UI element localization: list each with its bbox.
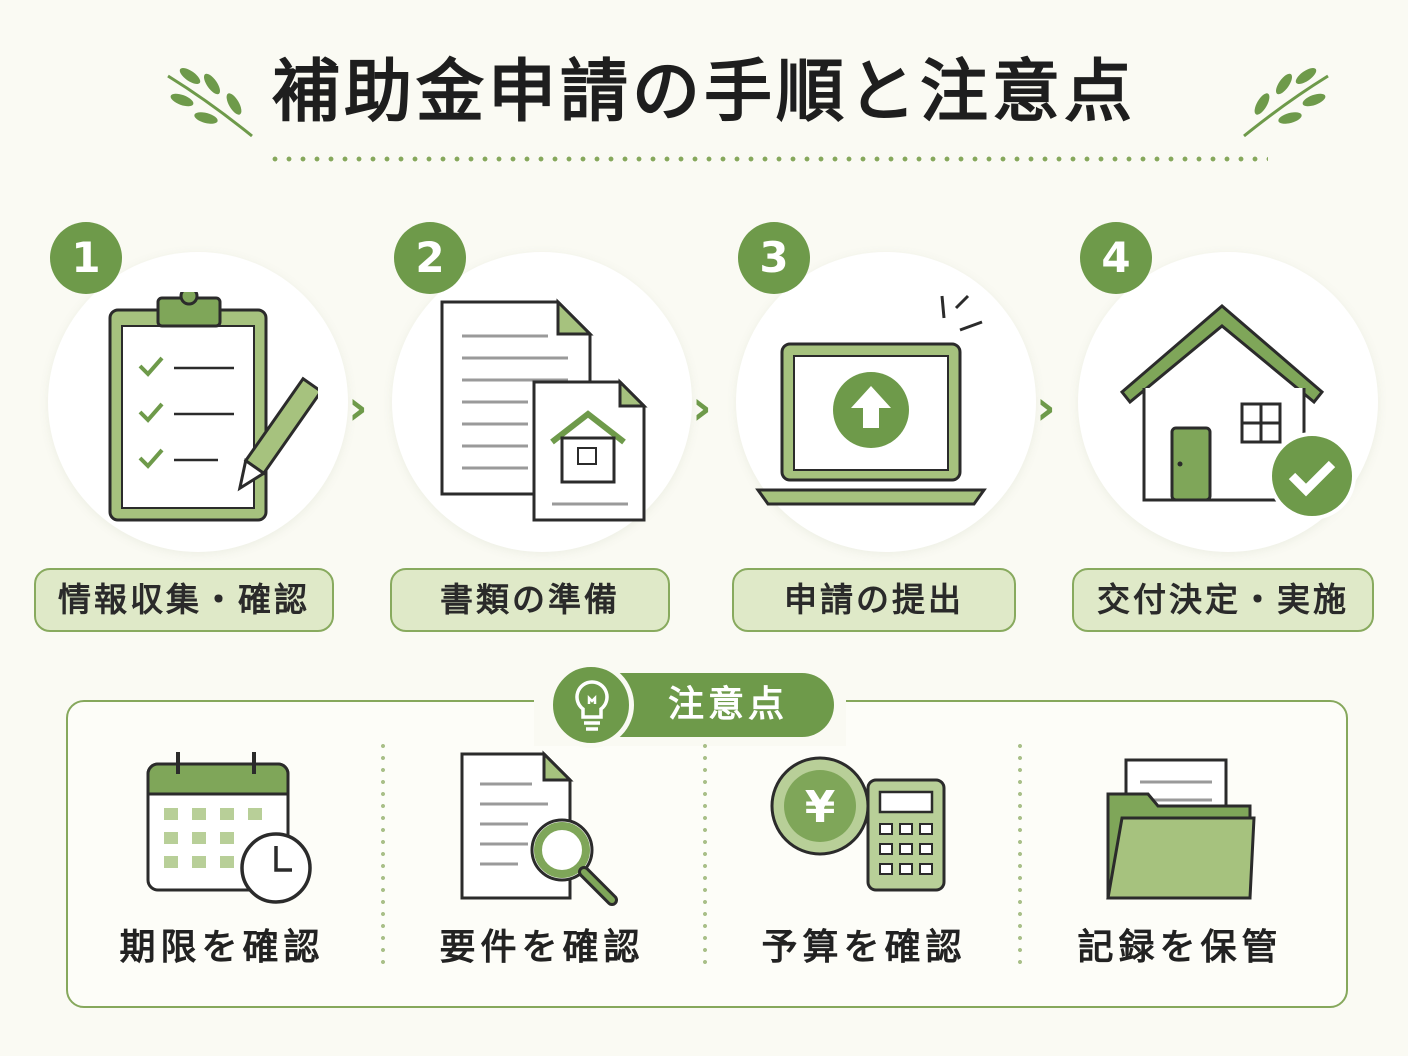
page-title: 補助金申請の手順と注意点 <box>271 53 1136 132</box>
step-label: 申請の提出 <box>732 568 1016 632</box>
step-label: 情報収集・確認 <box>34 568 334 632</box>
chevron-right-icon: › <box>1036 380 1056 436</box>
badge-circle <box>548 662 634 748</box>
step-4: 4 交付決定・実施 <box>1068 222 1408 642</box>
step-label: 書類の準備 <box>390 568 670 632</box>
note-label: 期限を確認 <box>119 927 325 968</box>
laptop-upload-icon <box>755 294 987 506</box>
note-divider <box>381 740 385 968</box>
step-1: 1 情報収集・確認 <box>34 222 378 642</box>
step-number: 2 <box>394 222 466 294</box>
note-divider <box>1018 740 1022 968</box>
note-label: 要件を確認 <box>439 927 645 968</box>
step-number: 1 <box>50 222 122 294</box>
folder-document-icon <box>1106 758 1256 900</box>
note-item-budget: ¥ 予算を確認 <box>714 740 1014 990</box>
lightbulb-icon <box>575 680 609 731</box>
step-number: 4 <box>1080 222 1152 294</box>
leaf-sprig-icon <box>1243 67 1329 138</box>
documents-house-icon <box>440 298 648 522</box>
yen-calculator-icon: ¥ <box>770 756 946 892</box>
clipboard-checklist-icon <box>108 292 318 522</box>
document-magnifier-icon <box>460 750 618 906</box>
chevron-right-icon: › <box>348 380 368 436</box>
svg-text:¥: ¥ <box>805 782 836 833</box>
step-number: 3 <box>738 222 810 294</box>
chevron-right-icon: › <box>692 380 712 436</box>
step-label: 交付決定・実施 <box>1072 568 1374 632</box>
step-2: 2 書類の準備 <box>382 222 722 642</box>
title-divider <box>268 156 1268 162</box>
step-3: 3 申請の提出 <box>726 222 1066 642</box>
calendar-clock-icon <box>146 752 312 904</box>
note-item-requirements: 要件を確認 <box>392 740 692 990</box>
leaf-sprig-icon <box>167 67 253 138</box>
note-item-deadline: 期限を確認 <box>72 740 372 990</box>
house-check-icon <box>1119 304 1356 520</box>
notes-badge: 注意点 <box>590 673 834 737</box>
note-item-records: 記録を保管 <box>1030 740 1330 990</box>
note-divider <box>703 740 707 968</box>
note-label: 記録を保管 <box>1077 927 1283 968</box>
note-label: 予算を確認 <box>761 927 967 968</box>
